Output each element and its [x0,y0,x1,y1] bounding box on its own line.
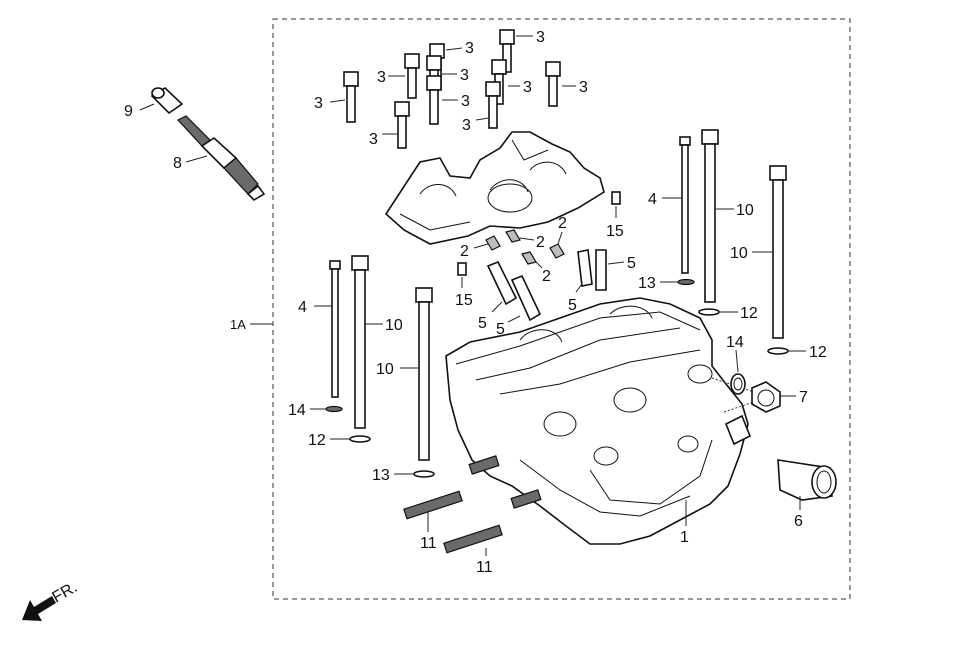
stud-set-11 [403,490,503,554]
dowel-pin-set-15 [457,191,621,276]
callout-12b: 12 [809,344,827,361]
front-direction-arrow: FR. [22,579,80,621]
callout-12d: 13 [372,467,390,484]
callout-4a: 4 [648,191,657,208]
o-ring-14 [730,373,746,395]
callout-1: 1 [680,529,689,546]
leader-14 [735,349,739,373]
washer-12-left-a [349,435,371,443]
callout-5b: 5 [496,321,505,338]
callout-10a: 10 [736,202,754,219]
leader-3a [329,99,346,103]
callout-15b: 15 [455,292,473,309]
callout-2d: 2 [558,215,567,232]
intake-pipe-6 [777,459,837,501]
callout-3e: 3 [461,93,470,110]
long-bolt-right-10b [769,165,787,339]
callout-5d: 5 [627,255,636,272]
leader-5b [507,315,521,323]
callout-10c: 10 [385,317,403,334]
leader-2d [557,231,563,245]
leader-8 [185,155,208,163]
spark-plug-part [177,115,266,202]
leader-3i [475,117,490,121]
leader-3c [445,47,463,51]
callout-2c: 2 [542,268,551,285]
callout-15a: 15 [606,223,624,240]
callout-3g: 3 [523,79,532,96]
callout-10b: 10 [730,245,748,262]
sealing-ring-13-left [325,405,343,413]
callout-2a: 2 [460,243,469,260]
long-bolt-right-4 [679,136,691,274]
callout-3h: 3 [579,79,588,96]
callout-3c: 3 [465,40,474,57]
callout-13a: 13 [638,275,656,292]
callout-10d: 10 [376,361,394,378]
washer-12-left-b [413,470,435,478]
callout-8: 8 [173,155,182,172]
leader-5d [607,261,625,265]
sealing-ring-13-right [677,278,695,286]
callout-5a: 5 [478,315,487,332]
long-bolt-right-10a [701,129,719,303]
callout-14-label: 14 [726,334,744,351]
callout-3d: 3 [460,67,469,84]
callout-6: 6 [794,513,803,530]
washer-12-right-b [767,347,789,355]
callout-3a: 3 [314,95,323,112]
assembly-label: 1A [230,317,246,332]
valve-guide-set-5 [486,249,607,322]
long-bolt-left-10a [351,255,369,429]
leader-2b [519,237,535,241]
callout-3i: 3 [462,117,471,134]
long-bolt-left-4 [329,260,341,398]
callout-3b: 3 [377,69,386,86]
sealing-plug-7 [751,381,781,413]
leader-5c [575,283,583,293]
callout-13b: 14 [288,402,306,419]
camshaft-holder-part [384,131,605,245]
callout-11a: 11 [420,535,437,552]
callout-12a: 12 [740,305,758,322]
leader-2a [473,243,489,249]
assembly-boundary [272,18,851,600]
callout-9: 9 [124,103,133,120]
leader-9 [139,103,155,111]
callout-3f: 3 [536,29,545,46]
leader-5a [491,301,503,313]
callout-3j: 3 [369,131,378,148]
leader-2c [535,261,543,269]
callout-4b: 4 [298,299,307,316]
callout-11b: 11 [476,559,493,576]
callout-5c: 5 [568,297,577,314]
long-bolt-left-10b [415,287,433,461]
plug-cap-part [150,86,184,115]
cylinder-head-part [445,297,752,545]
valve-cap-set-2 [485,229,565,265]
callout-12c: 12 [308,432,326,449]
callout-2b: 2 [536,234,545,251]
bolt-set-3 [343,29,561,149]
callout-7: 7 [799,389,808,406]
washer-12-right-a [698,308,720,316]
